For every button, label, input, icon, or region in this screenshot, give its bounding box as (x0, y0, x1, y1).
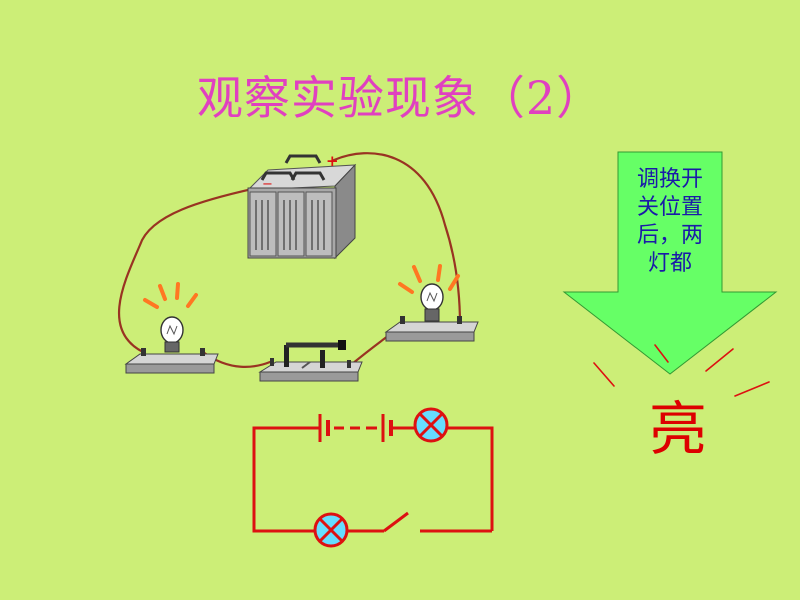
result-rays (593, 344, 770, 397)
wire-battery-right (332, 152, 462, 327)
callout-arrow (562, 151, 778, 375)
battery-plus-label: + (326, 152, 339, 170)
battery-pack-icon: − + (246, 152, 357, 260)
schematic-wire (448, 426, 494, 531)
lamp-symbol-icon (313, 512, 349, 548)
right-lamp-glow (398, 264, 460, 294)
callout-text: 调换开 关位置 后，两 灯都 (622, 166, 718, 278)
slide-title: 观察实验现象（2） (196, 71, 604, 125)
schematic-wire-loop (252, 426, 320, 533)
cell-symbol-icon (318, 414, 393, 442)
wire-battery-left (117, 184, 268, 354)
switch-symbol-icon (383, 511, 409, 533)
circuit-schematic (252, 407, 494, 548)
callout-line: 后，两 (636, 223, 703, 248)
callout-line: 关位置 (636, 195, 703, 220)
callout-line: 灯都 (647, 251, 692, 276)
lamp-symbol-icon (413, 407, 449, 443)
callout-line: 调换开 (636, 167, 703, 192)
light-bulb-icon (160, 316, 184, 353)
right-lamp (384, 264, 479, 342)
left-lamp (124, 282, 219, 374)
light-bulb-icon (420, 283, 444, 322)
left-lamp-glow (143, 282, 198, 309)
knife-switch-icon (258, 340, 363, 382)
result-text: 亮 (648, 395, 707, 463)
battery-minus-label: − (262, 177, 273, 192)
